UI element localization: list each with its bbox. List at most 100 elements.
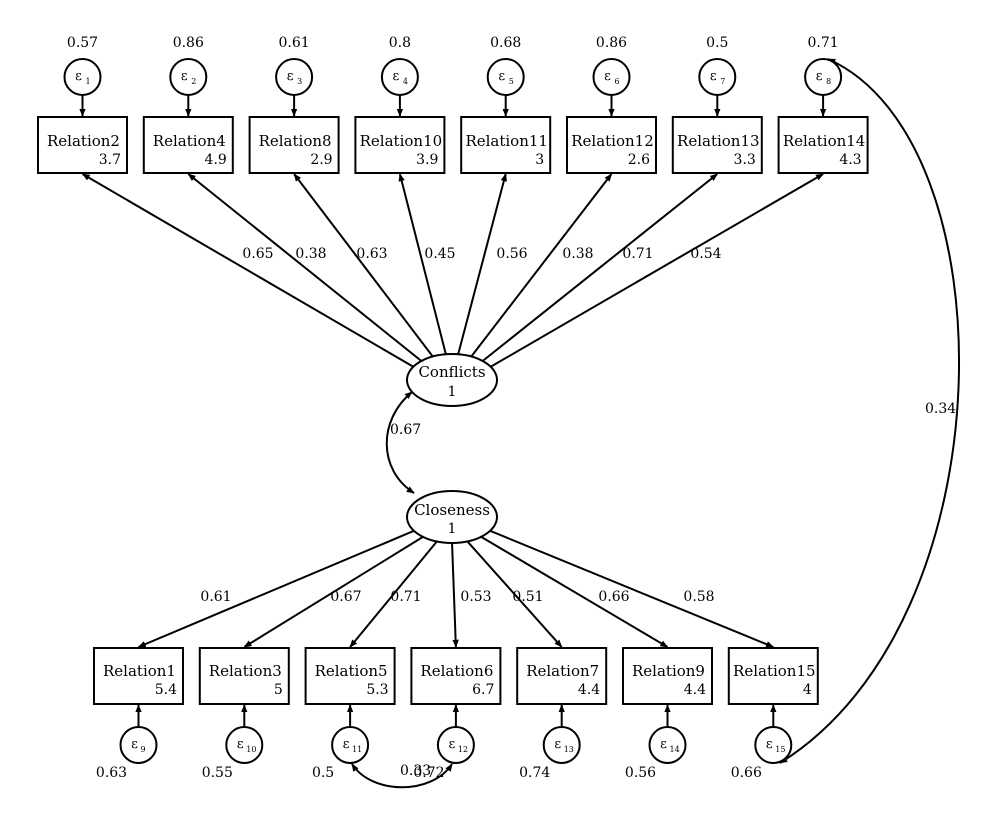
- epsilon-symbol: ε: [816, 69, 823, 84]
- indicator-intercept: 4.3: [839, 152, 861, 168]
- indicator-name: Relation12: [571, 132, 654, 150]
- indicator-name: Relation11: [465, 132, 548, 150]
- indicator-box: [93, 647, 184, 705]
- loading-path: [451, 541, 459, 648]
- indicator-box: [142, 116, 234, 174]
- indicator-box: [37, 116, 128, 174]
- indicator-intercept: 4.4: [578, 682, 600, 698]
- error-circle: [648, 726, 687, 764]
- error-variance-label: 0.57: [67, 35, 98, 51]
- loading-path: [398, 173, 448, 358]
- loading-path: [488, 173, 824, 369]
- indicator-relation1[interactable]: Relation15.4: [93, 647, 184, 705]
- indicator-intercept: 3.7: [99, 152, 121, 168]
- epsilon-index: 13: [564, 745, 574, 754]
- epsilon-symbol: ε: [604, 69, 611, 84]
- epsilon-index: 6: [615, 77, 620, 86]
- indicator-intercept: 2.6: [628, 152, 650, 168]
- error-variance-label: 0.8: [389, 35, 411, 51]
- error-variance-label: 0.68: [490, 35, 521, 51]
- indicator-intercept: 3.9: [416, 152, 438, 168]
- indicator-name: Relation14: [783, 132, 866, 150]
- indicator-name: Relation9: [632, 662, 705, 680]
- indicator-relation11[interactable]: Relation11 3: [460, 116, 552, 174]
- error-covariance-8-15-path: [779, 58, 960, 764]
- indicator-name: Relation7: [526, 662, 599, 680]
- indicator-relation14[interactable]: Relation14 4.3: [777, 116, 869, 174]
- error-variance-label: 0.66: [731, 765, 762, 781]
- epsilon-symbol: ε: [393, 69, 400, 84]
- latent-closeness[interactable]: Closeness 1: [406, 490, 498, 544]
- epsilon-index: 10: [246, 745, 256, 754]
- indicator-name: Relation6: [420, 662, 493, 680]
- indicator-box: [671, 116, 763, 174]
- latent-conflicts[interactable]: Conflicts 1: [406, 353, 498, 407]
- epsilon-index: 5: [509, 77, 514, 86]
- error-variance-label: 0.5: [706, 35, 728, 51]
- epsilon-index: 14: [670, 745, 680, 754]
- indicator-box: [198, 647, 290, 705]
- latent-closeness-variance: 1: [448, 521, 457, 537]
- loading-path: [466, 173, 613, 362]
- error-circle: [592, 58, 631, 96]
- loading-label: 0.51: [512, 589, 543, 605]
- error-circle: [119, 726, 158, 764]
- epsilon-symbol: ε: [554, 737, 561, 752]
- indicator-relation7[interactable]: Relation7 4.4: [516, 647, 608, 705]
- loading-path: [463, 537, 563, 648]
- indicator-name: Relation13: [677, 132, 760, 150]
- error-circle: [275, 58, 314, 96]
- latent-conflicts-variance: 1: [448, 384, 457, 400]
- indicator-box: [354, 116, 446, 174]
- loading-label: 0.66: [598, 589, 629, 605]
- loading-path: [477, 173, 718, 366]
- indicator-name: Relation15: [733, 662, 816, 680]
- loading-path: [489, 529, 775, 648]
- epsilon-symbol: ε: [287, 69, 294, 84]
- indicator-intercept: 6.7: [472, 682, 494, 698]
- nodes-layer: Conflicts 1 Closeness 1 0.67 0.33 0.34 R…: [37, 35, 956, 781]
- error-variance-label: 0.63: [96, 765, 127, 781]
- loading-label: 0.56: [496, 246, 527, 262]
- indicator-relation6[interactable]: Relation6 6.7: [410, 647, 502, 705]
- indicator-intercept: 3: [535, 152, 544, 168]
- epsilon-symbol: ε: [498, 69, 505, 84]
- error-circle: [331, 726, 370, 764]
- indicator-intercept: 5: [274, 682, 283, 698]
- epsilon-index: 1: [86, 77, 91, 86]
- edges-layer: [79, 58, 960, 789]
- loading-path: [137, 529, 415, 648]
- indicator-relation12[interactable]: Relation12 2.6: [566, 116, 657, 174]
- loading-label: 0.53: [460, 589, 491, 605]
- latent-closeness-name: Closeness: [414, 501, 490, 519]
- epsilon-index: 15: [775, 745, 785, 754]
- indicator-box: [248, 116, 340, 174]
- indicator-box: [727, 647, 819, 705]
- loading-label: 0.71: [622, 246, 653, 262]
- indicator-name: Relation5: [315, 662, 388, 680]
